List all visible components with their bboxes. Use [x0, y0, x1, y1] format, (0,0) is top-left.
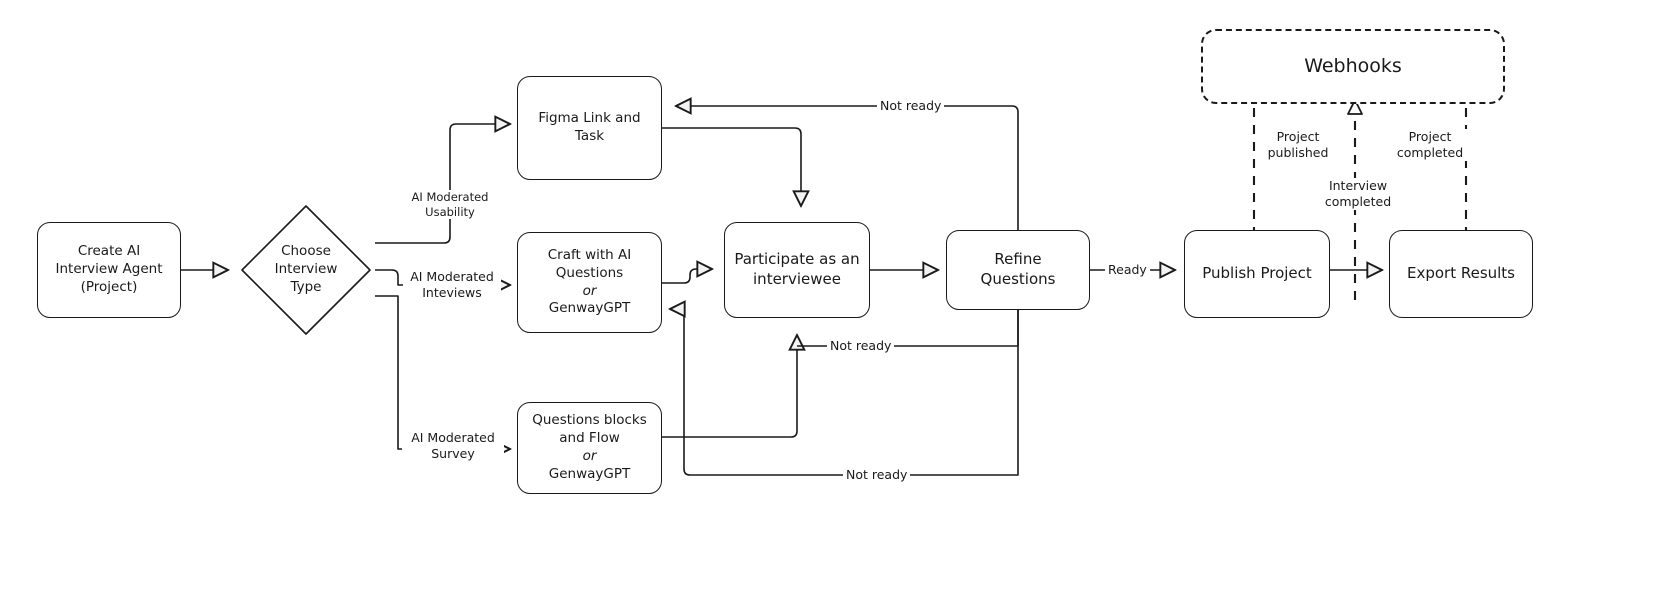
node-create-line1: Create AI — [77, 243, 141, 260]
edge-label-not-ready-top: Not ready — [877, 98, 945, 114]
edge-refine-notready-figma — [676, 106, 1019, 236]
edge-refine-notready-survey — [670, 304, 1019, 476]
node-refine-questions[interactable]: Refine Questions — [946, 230, 1090, 310]
edge-choose-to-figma — [375, 124, 510, 244]
label-project-published-line2: published — [1267, 145, 1329, 160]
edge-label-not-ready-middle: Not ready — [827, 338, 895, 354]
node-craft-line2: Questions — [555, 264, 624, 281]
edge-label-ai-moderated-usability: AI Moderated Usability — [405, 190, 495, 220]
label-ready-text: Ready — [1108, 262, 1147, 277]
edge-label-ready: Ready — [1105, 262, 1150, 278]
edge-craft-to-participate — [662, 269, 712, 284]
node-create-line2: Interview Agent — [55, 261, 163, 278]
node-survey-line2: and Flow — [559, 430, 620, 447]
node-webhooks-line1: Webhooks — [1304, 54, 1402, 77]
node-figma-link-and-task[interactable]: Figma Link and Task — [517, 76, 662, 180]
node-figma-line1: Figma Link and — [538, 110, 641, 127]
node-craft-with-ai-questions[interactable]: Craft with AI Questions or GenwayGPT — [517, 232, 662, 333]
label-not-ready-bottom-text: Not ready — [846, 467, 908, 482]
node-webhooks[interactable]: Webhooks — [1201, 29, 1505, 104]
label-project-completed-line1: Project — [1408, 129, 1452, 144]
label-interviews-line1: AI Moderated — [410, 269, 494, 284]
node-create-ai-interview-agent[interactable]: Create AI Interview Agent (Project) — [37, 222, 181, 318]
node-survey-line1: Questions blocks — [532, 412, 647, 429]
node-publish-project[interactable]: Publish Project — [1184, 230, 1330, 318]
edge-label-not-ready-bottom: Not ready — [843, 467, 911, 483]
node-participate-line1: Participate as an — [734, 250, 860, 269]
node-survey-line3: or — [582, 448, 597, 464]
node-choose-line3: Type — [290, 278, 322, 295]
node-craft-line3: or — [582, 282, 597, 299]
edge-survey-to-participate — [662, 335, 797, 438]
node-participate-as-interviewee[interactable]: Participate as an interviewee — [724, 222, 870, 318]
label-not-ready-top-text: Not ready — [880, 98, 942, 113]
node-craft-line1: Craft with AI — [547, 246, 632, 263]
label-survey-line1: AI Moderated — [411, 430, 495, 445]
label-project-published-line1: Project — [1276, 129, 1320, 144]
edge-label-project-published: Project published — [1258, 129, 1338, 161]
node-export-line1: Export Results — [1406, 264, 1516, 283]
label-interview-completed-line2: completed — [1324, 194, 1392, 209]
label-not-ready-mid-text: Not ready — [830, 338, 892, 353]
label-usability-line1: AI Moderated — [411, 190, 489, 204]
label-interviews-line2: Inteviews — [422, 285, 482, 300]
label-usability-line2: Usability — [425, 204, 475, 219]
edge-label-interview-completed: Interview completed — [1311, 178, 1405, 210]
node-choose-interview-type[interactable]: Choose Interview Type — [236, 200, 376, 340]
node-questions-blocks-and-flow[interactable]: Questions blocks and Flow or GenwayGPT — [517, 402, 662, 494]
node-export-results[interactable]: Export Results — [1389, 230, 1533, 318]
edge-choose-to-survey — [375, 295, 510, 449]
node-survey-line4: GenwayGPT — [548, 465, 631, 482]
edge-label-ai-moderated-survey: AI Moderated Survey — [402, 430, 504, 462]
diamond-shape — [241, 205, 371, 335]
edge-figma-to-participate — [662, 127, 801, 206]
node-choose-line1: Choose — [281, 243, 331, 260]
edge-label-project-completed: Project completed — [1388, 129, 1472, 161]
node-figma-line2: Task — [574, 128, 605, 144]
node-participate-line2: interviewee — [753, 270, 841, 288]
node-craft-line4: GenwayGPT — [548, 300, 631, 317]
node-choose-line2: Interview — [274, 261, 338, 278]
label-interview-completed-line1: Interview — [1328, 178, 1388, 193]
node-publish-line1: Publish Project — [1202, 264, 1312, 283]
edge-label-ai-moderated-interviews: AI Moderated Inteviews — [403, 269, 501, 301]
node-refine-line1: Refine Questions — [980, 250, 1056, 288]
label-survey-line2: Survey — [431, 446, 475, 461]
node-create-line3: (Project) — [80, 278, 138, 295]
label-project-completed-line2: completed — [1396, 145, 1464, 160]
